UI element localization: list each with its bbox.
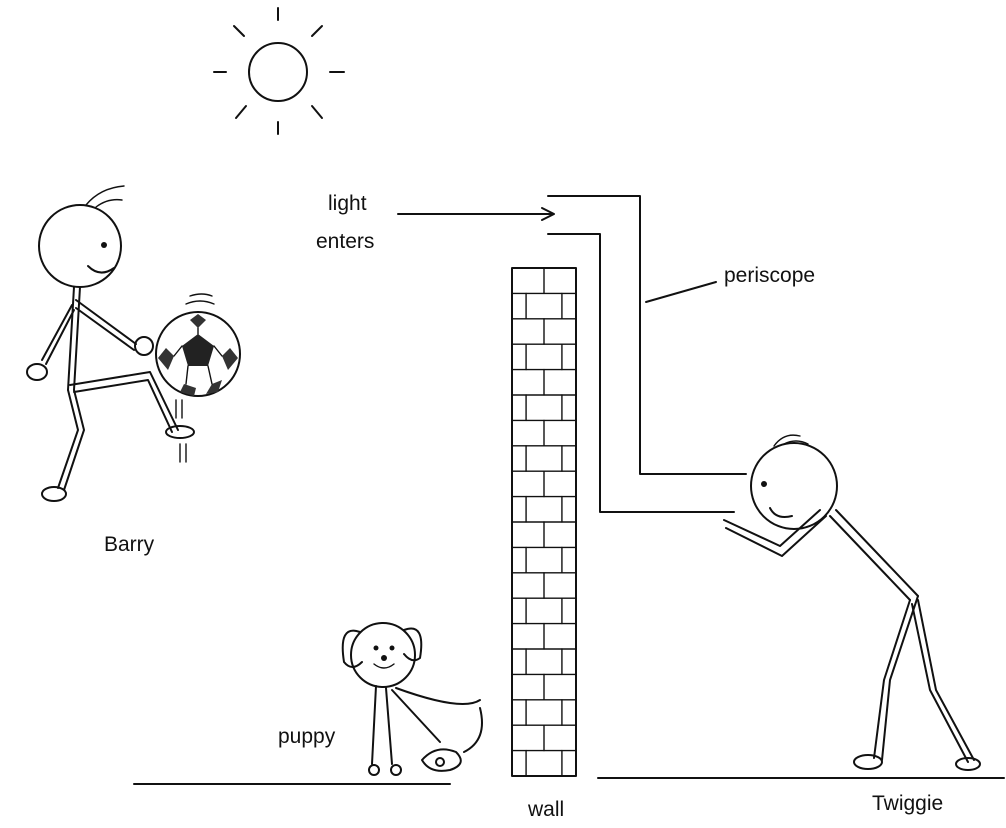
sun-icon [213,7,345,135]
wall-label: wall [527,798,564,821]
twiggie-label: Twiggie [872,792,943,815]
enters-label: enters [316,230,374,253]
puppy-figure [341,622,483,776]
light-label: light [328,192,367,215]
brick-wall [511,267,577,777]
light-arrow [397,207,555,221]
periscope-label: periscope [724,264,815,287]
barry-label: Barry [104,533,155,556]
soccer-ball-icon [155,293,241,397]
barry-figure [26,185,195,502]
puppy-label: puppy [278,725,336,748]
twiggie-figure [723,434,981,771]
periscope [547,195,747,513]
